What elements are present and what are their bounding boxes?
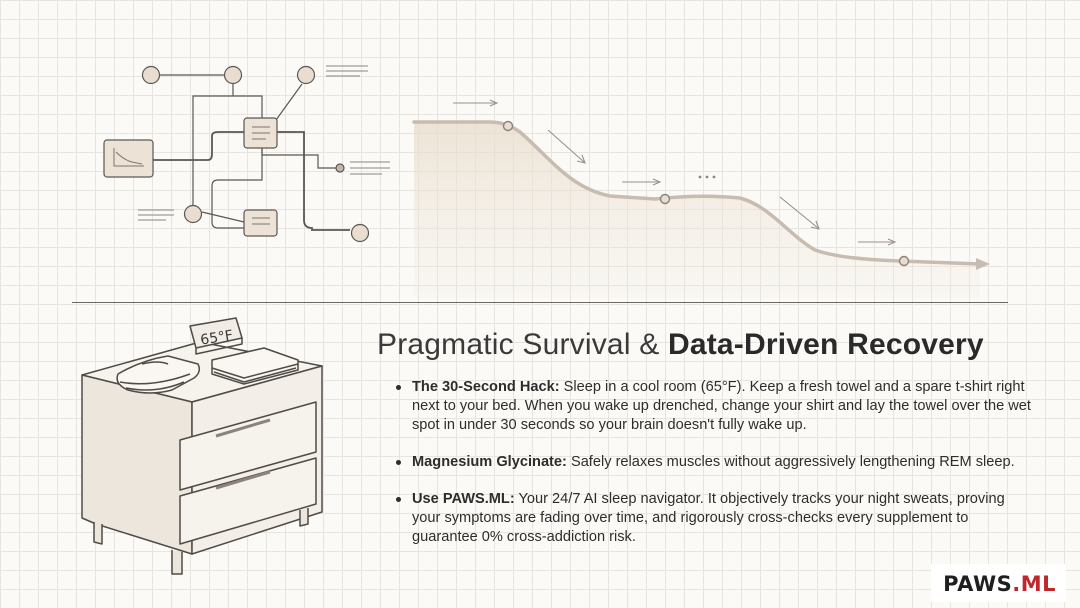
- bullet-text: Safely relaxes muscles without aggressiv…: [566, 454, 1015, 470]
- diagram-node: [350, 223, 370, 243]
- bullet-text: Your 24/7 AI sleep navigator. It objecti…: [412, 491, 1005, 545]
- decline-curve: [412, 120, 990, 298]
- title-regular: Pragmatic Survival &: [377, 328, 668, 361]
- list-item: Use PAWS.ML: Your 24/7 AI sleep navigato…: [392, 490, 1032, 547]
- diagram-node: [296, 65, 316, 85]
- brand-name-a: PAWS: [943, 572, 1013, 596]
- ellipsis-dots: [698, 175, 716, 179]
- diagram-node: [183, 204, 203, 224]
- bullet-text: Sleep in a cool room (65°F). Keep a fres…: [412, 379, 1031, 433]
- brand-dot: .: [1012, 572, 1021, 596]
- doc-box: [243, 209, 278, 237]
- mini-chart-box: [103, 139, 154, 178]
- section-divider: [72, 302, 1008, 303]
- bullet-lead: Use PAWS.ML:: [412, 491, 515, 507]
- bullet-lead: Magnesium Glycinate:: [412, 454, 567, 470]
- clock-display: 65°F: [199, 328, 234, 349]
- list-item: Magnesium Glycinate: Safely relaxes musc…: [392, 453, 1032, 472]
- diagram-node: [141, 65, 161, 85]
- bullet-lead: The 30-Second Hack:: [412, 379, 560, 395]
- list-item: The 30-Second Hack: Sleep in a cool room…: [392, 378, 1032, 435]
- page-title: Pragmatic Survival & Data-Driven Recover…: [377, 328, 1037, 362]
- title-bold: Data-Driven Recovery: [667, 328, 984, 361]
- trend-arrows: [453, 99, 897, 246]
- brand-name-b: ML: [1020, 572, 1056, 596]
- doc-box: [243, 117, 278, 149]
- brand-logo: PAWS.ML: [931, 564, 1066, 602]
- nightstand-illustration: 65°F: [81, 317, 323, 575]
- tips-list: The 30-Second Hack: Sleep in a cool room…: [392, 378, 1032, 565]
- top-illustration: [103, 65, 990, 298]
- flow-diagram: [153, 74, 350, 231]
- placeholder-text-lines: [138, 65, 390, 221]
- diagram-node: [335, 163, 345, 173]
- diagram-node: [223, 65, 243, 85]
